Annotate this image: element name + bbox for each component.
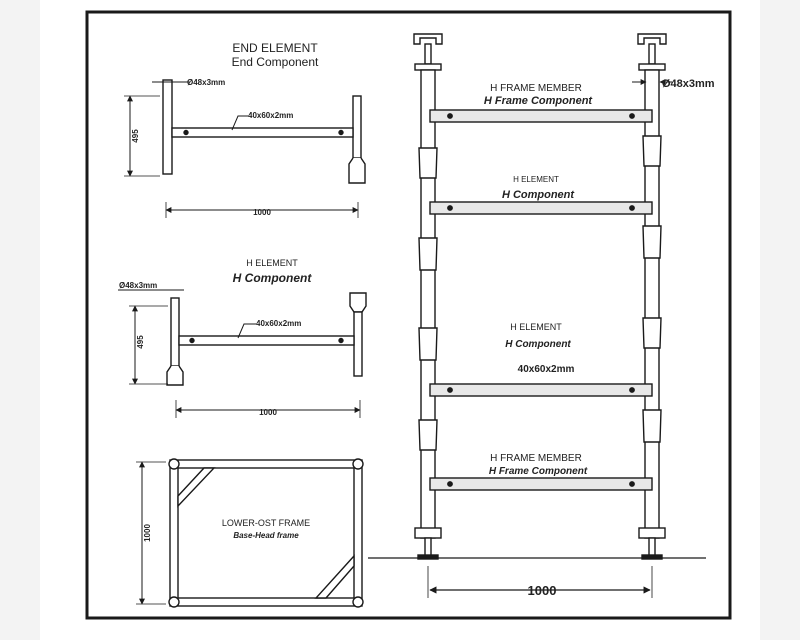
right-base-collar [638, 527, 666, 539]
left-standard [420, 69, 436, 539]
h-element-bolt-right [338, 337, 344, 344]
end-element-right-post [352, 95, 362, 159]
member-bolt-3b [629, 387, 635, 393]
member-bolt-3a [447, 387, 453, 393]
right-top-screw [648, 43, 656, 65]
member-bolt-1b [629, 113, 635, 119]
h-element-bar-label: 40x60x2mm [256, 319, 301, 328]
member-bar-3 [429, 383, 653, 397]
h-element-width-label: 1000 [259, 408, 277, 417]
member-bolt-2a [447, 205, 453, 211]
h-element-right-post [353, 311, 363, 377]
left-coupler-3 [418, 327, 438, 361]
member-bar-4 [429, 477, 653, 491]
assembly-width-label: 1000 [528, 583, 557, 598]
end-element-left-post [162, 79, 173, 175]
member-subtitle-4: H Frame Component [489, 466, 588, 477]
h-element-height-label: 495 [136, 335, 145, 349]
assembly-pipe-label: Ø48x3mm [662, 78, 715, 90]
right-base-plate [641, 554, 663, 560]
member-title-1: H FRAME MEMBER [490, 83, 582, 94]
assembly-elevation: H FRAME MEMBER H Frame Component H ELEME… [368, 33, 715, 598]
lower-frame-title: LOWER-OST FRAME [222, 518, 310, 528]
lower-frame-joint-bl [168, 596, 180, 608]
left-coupler-4 [418, 419, 438, 451]
end-element-title: END ELEMENT [232, 41, 318, 55]
member-subtitle-1: H Frame Component [484, 95, 594, 107]
h-element-detail: H ELEMENT H Component Ø48x3mm 40x60x2mm … [118, 258, 367, 418]
h-element-title: H ELEMENT [246, 258, 298, 268]
member-title-4: H FRAME MEMBER [490, 453, 582, 464]
left-top-screw [424, 43, 432, 65]
right-top-plate [638, 63, 666, 71]
member-bolt-4b [629, 481, 635, 487]
right-coupler-2 [642, 225, 662, 259]
member-bolt-2b [629, 205, 635, 211]
lower-frame-detail: LOWER-OST FRAME Base-Head frame 1000 [136, 458, 364, 608]
lower-frame-joint-tr [352, 458, 364, 470]
h-element-pipe-label: Ø48x3mm [119, 281, 157, 290]
lower-frame-inner [177, 467, 355, 599]
left-top-plate [414, 63, 442, 71]
h-element-left-spigot [166, 365, 184, 386]
end-element-pipe-label: Ø48x3mm [187, 78, 225, 87]
member-title-2: H ELEMENT [513, 175, 559, 184]
section-label: 40x60x2mm [518, 364, 575, 375]
left-base-collar [414, 527, 442, 539]
lower-frame-subtitle: Base-Head frame [233, 531, 299, 540]
right-coupler-4 [642, 409, 662, 443]
end-element-bar-leader [231, 115, 248, 131]
member-title-3: H ELEMENT [510, 322, 562, 332]
h-element-left-post [170, 297, 180, 367]
drawing-border [85, 10, 732, 620]
h-element-cup [349, 292, 367, 313]
end-element-detail: END ELEMENT End Component Ø48x3mm 40x60x… [124, 41, 366, 218]
end-element-bolt-right [338, 129, 344, 136]
end-element-width-label: 1000 [253, 208, 271, 217]
lower-frame-joint-br [352, 596, 364, 608]
member-subtitle-3: H Component [505, 339, 571, 350]
right-top-head [637, 33, 667, 45]
lower-frame-brace-bottom [314, 554, 355, 599]
lower-frame-brace-top [177, 467, 216, 508]
end-element-height-label: 495 [131, 129, 140, 143]
h-element-subtitle: H Component [233, 271, 313, 285]
h-element-bolt-left [189, 337, 195, 344]
end-element-bar [171, 127, 354, 138]
lower-frame-joint-tl [168, 458, 180, 470]
member-bar-1 [429, 109, 653, 123]
member-bolt-1a [447, 113, 453, 119]
end-element-spigot [348, 157, 366, 184]
end-element-bar-label: 40x60x2mm [248, 111, 293, 120]
right-coupler-3 [642, 317, 662, 349]
end-element-bolt-left [183, 129, 189, 136]
left-coupler-2 [418, 237, 438, 271]
h-element-bar-leader [237, 323, 256, 339]
member-bar-2 [429, 201, 653, 215]
left-coupler-1 [418, 147, 438, 179]
left-top-head [413, 33, 443, 45]
end-element-subtitle: End Component [232, 55, 319, 69]
h-element-bar [178, 335, 355, 346]
member-subtitle-2: H Component [502, 189, 575, 201]
right-coupler-1 [642, 135, 662, 167]
lower-frame-height-label: 1000 [143, 524, 152, 542]
member-bolt-4a [447, 481, 453, 487]
left-base-plate [417, 554, 439, 560]
